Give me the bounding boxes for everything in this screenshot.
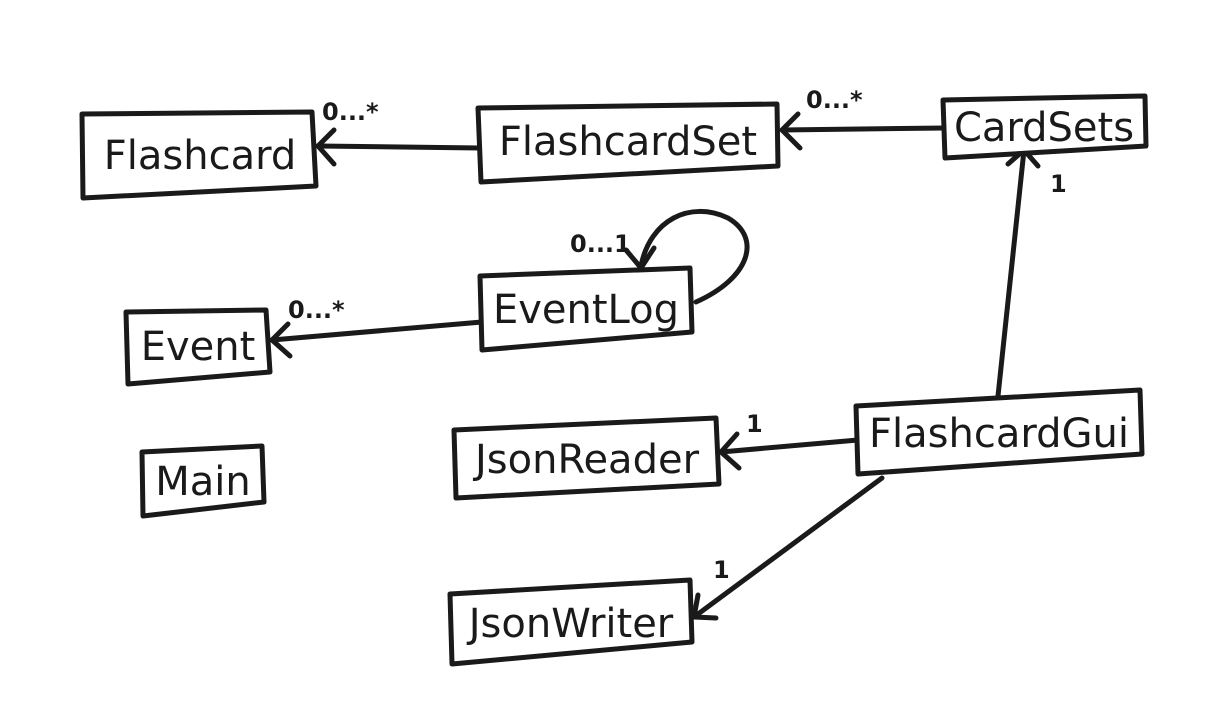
class-main-label: Main <box>155 459 251 505</box>
edge-flashcardgui-cardsets <box>995 147 1041 399</box>
multiplicity-flashcardgui-cardsets: 1 <box>1050 170 1067 198</box>
edge-cardsets-flashcardset <box>779 111 948 151</box>
multiplicity-eventlog-event: 0...* <box>288 296 345 324</box>
multiplicity-flashcardset-flashcard: 0...* <box>322 98 379 126</box>
class-event-label: Event <box>141 324 256 370</box>
class-flashcardgui: FlashcardGui <box>853 387 1145 477</box>
class-flashcard: Flashcard <box>79 109 319 201</box>
class-jsonwriter: JsonWriter <box>447 577 695 667</box>
class-jsonreader: JsonReader <box>451 415 722 501</box>
class-jsonwriter-label: JsonWriter <box>466 601 674 647</box>
class-jsonreader-label: JsonReader <box>472 437 700 483</box>
class-main: Main <box>139 443 267 519</box>
class-eventlog: EventLog <box>477 265 695 353</box>
multiplicity-eventlog-self: 0...1 <box>570 230 631 258</box>
edge-flashcardset-flashcard <box>315 127 483 167</box>
class-flashcardset-label: FlashcardSet <box>499 119 757 165</box>
edge-flashcardgui-jsonwriter <box>691 475 885 621</box>
class-flashcardset: FlashcardSet <box>475 101 781 185</box>
class-eventlog-label: EventLog <box>493 287 679 333</box>
multiplicity-flashcardgui-jsonwriter: 1 <box>713 556 730 584</box>
class-cardsets-label: CardSets <box>954 105 1134 151</box>
class-event: Event <box>123 307 273 387</box>
edge-eventlog-event <box>269 319 485 359</box>
multiplicity-cardsets-flashcardset: 0...* <box>806 86 863 114</box>
multiplicity-flashcardgui-jsonreader: 1 <box>746 410 763 438</box>
class-flashcard-label: Flashcard <box>104 133 296 179</box>
class-cardsets: CardSets <box>940 93 1149 161</box>
class-flashcardgui-label: FlashcardGui <box>869 411 1129 457</box>
edge-flashcardgui-jsonreader <box>718 431 861 471</box>
